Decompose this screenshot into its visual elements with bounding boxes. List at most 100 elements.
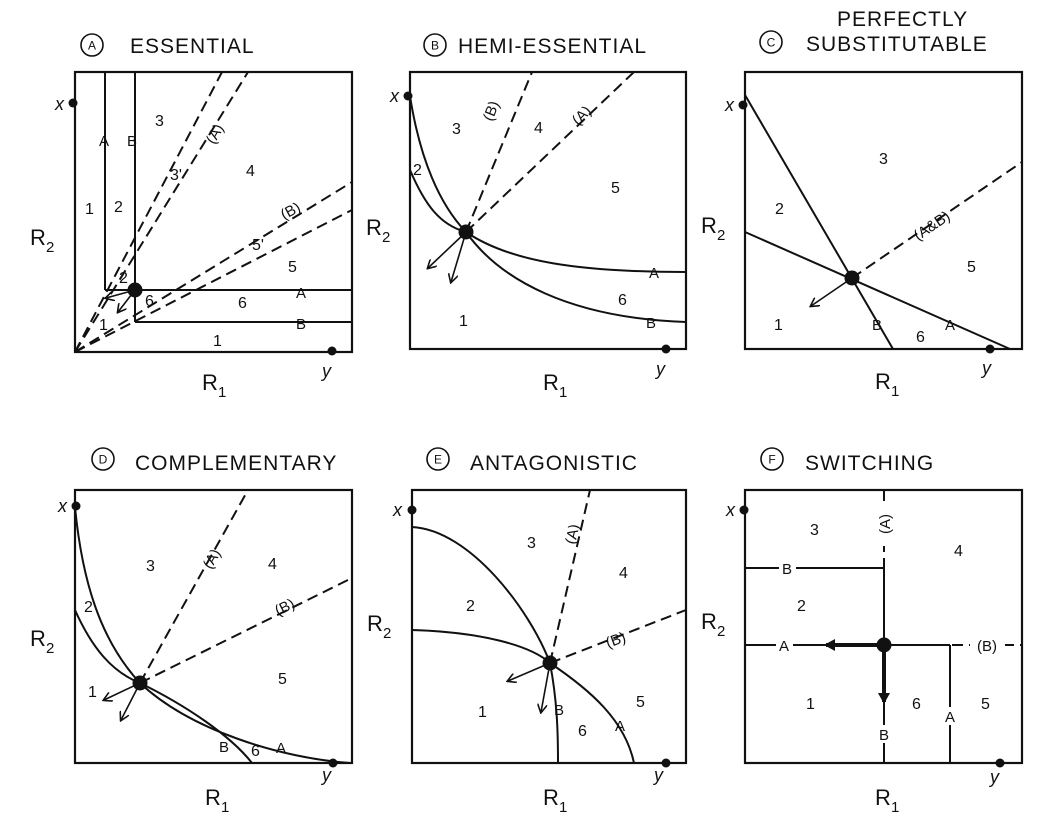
panel-a-letter-circle [80, 33, 104, 57]
panel-e-yaxis-R: R [367, 611, 383, 636]
panel-f-curve-label: (B) [977, 638, 997, 655]
panel-a-vector-left [106, 289, 136, 298]
panel-f-curve-label-bg [779, 559, 796, 577]
panel-c-region-label: 1 [774, 317, 783, 334]
panel-f-region-label: 2 [797, 598, 806, 615]
panel-c-curve-label: (A&B) [911, 208, 954, 244]
panel-a-curve-label: (B) [278, 199, 304, 223]
panel-b-consumption-A [465, 71, 635, 233]
panel-e-x-point [407, 505, 417, 515]
panel-a-curve-label: A [296, 285, 306, 302]
panel-e-xaxis-R: R [543, 785, 559, 810]
panel-c-curve-label: B [872, 317, 882, 334]
panel-f-y-point [995, 758, 1005, 768]
panel-a-region-label: 1 [85, 201, 94, 218]
panel-d-title: D COMPLEMENTARY [91, 447, 336, 475]
panel-b-x-label: x [389, 86, 400, 106]
panel-a-xaxis-R: R [202, 370, 218, 395]
panel-f-letter-circle [760, 447, 784, 471]
panel-a-essential: A ESSENTIAL x y R 2 R 1 1 2 3 3' 4 5' 5 … [30, 33, 354, 401]
panel-d-y-label: y [320, 765, 332, 785]
panel-f-yaxis-R: R [701, 609, 717, 634]
panel-d-vector-left [104, 682, 141, 700]
panel-e-region-label: 1 [478, 704, 487, 721]
panel-c-yaxis-R: R [701, 213, 717, 238]
panel-c-consumption-AB [851, 161, 1023, 279]
panel-a-region-label: 5' [252, 237, 264, 254]
panel-d-region-label: 4 [268, 556, 277, 573]
panel-c-title-text-line2: SUBSTITUTABLE [806, 33, 988, 56]
panel-e-region-label: 4 [619, 565, 628, 582]
panel-e-xaxis-sub: 1 [559, 799, 567, 816]
panel-f-title-text: SWITCHING [805, 452, 934, 475]
panel-a-consumption-B-upper [74, 181, 353, 353]
panel-c-y-label: y [980, 358, 992, 378]
panel-b-yaxis-sub: 2 [382, 229, 390, 246]
panel-b-isocline-A [409, 169, 687, 273]
panel-c-region-label: 6 [916, 329, 925, 346]
panel-b-region-label: 6 [618, 292, 627, 309]
panel-f-region-label: 6 [912, 696, 921, 713]
panel-d-yaxis-R: R [30, 626, 46, 651]
panel-f-switching: F SWITCHING x y R 2 R 1 3 4 2 1 6 5 (A) … [701, 447, 1024, 816]
panel-b-xaxis-sub: 1 [559, 384, 567, 401]
panel-b-region-label: 4 [534, 120, 543, 137]
panel-a-y-point [327, 346, 337, 356]
panel-e-y-point [661, 758, 671, 768]
panel-e-x-label: x [392, 500, 403, 520]
panel-b-frame [408, 70, 688, 351]
panel-a-yaxis-sub: 2 [46, 239, 54, 256]
panel-d-x-point [71, 501, 81, 511]
panel-f-region-label: 1 [806, 696, 815, 713]
panel-d-region-label: 5 [278, 671, 287, 688]
panel-d-vector-down [121, 682, 141, 720]
panel-f-curve-label: (A) [877, 514, 894, 534]
panel-a-region-label: 2 [119, 270, 128, 287]
panel-e-curve-label: B [554, 702, 564, 719]
panel-d-region-label: 3 [146, 558, 155, 575]
panel-c-x-label: x [724, 95, 735, 115]
panel-e-region-label: 2 [466, 598, 475, 615]
panel-c-x-point [738, 100, 748, 110]
panel-c-y-point [985, 344, 995, 354]
panel-d-curve-label: A [276, 740, 286, 757]
panel-e-curve-label: (A) [562, 523, 583, 546]
panel-d-xaxis-sub: 1 [221, 799, 229, 816]
panel-c-yaxis-sub: 2 [717, 227, 725, 244]
panel-d-frame [73, 488, 354, 765]
panel-d-consumption-A [139, 489, 249, 684]
panel-b-region-label: 3 [452, 121, 461, 138]
panel-a-curve-label: B [127, 133, 137, 150]
panel-f-curve-label: A [779, 638, 789, 655]
panel-a-region-label: 3 [155, 113, 164, 130]
panel-b-curve-label: (A) [569, 103, 595, 129]
panel-b-vector-down [451, 231, 467, 282]
panel-a-region-label: 3' [170, 167, 182, 184]
panel-d-x-label: x [57, 496, 68, 516]
panel-a-region-label: 1 [213, 333, 222, 350]
panel-f-xaxis-R: R [875, 785, 891, 810]
panel-f-curve-label-bg [874, 502, 894, 546]
panel-f-y-label: y [988, 767, 1000, 787]
panel-d-region-label: 6 [251, 743, 260, 760]
panel-a-x-label: x [54, 94, 65, 114]
panel-d-complementary: D COMPLEMENTARY x y R 2 R 1 3 4 2 5 1 6 … [30, 447, 354, 816]
panel-e-consumption-A [549, 489, 591, 664]
panel-b-letter-circle [423, 33, 447, 57]
panel-a-consumption-A-upper [74, 71, 223, 353]
panel-c-letter-circle [759, 30, 783, 54]
panel-c-isocline-B [744, 94, 894, 350]
panel-a-letter: A [88, 39, 96, 53]
panel-e-y-label: y [652, 765, 664, 785]
panel-c-xaxis-sub: 1 [891, 383, 899, 400]
panel-b-title-text: HEMI-ESSENTIAL [458, 35, 647, 58]
panel-d-curve-label: (A) [200, 546, 225, 572]
panel-c-region-label: 2 [775, 201, 784, 218]
panel-c-region-label: 5 [967, 259, 976, 276]
panel-e-vector-left [508, 662, 551, 681]
panel-d-xaxis-R: R [205, 785, 221, 810]
panel-e-consumption-B [549, 609, 687, 664]
panel-b-vector-left [428, 231, 467, 268]
panel-e-yaxis-sub: 2 [383, 625, 391, 642]
